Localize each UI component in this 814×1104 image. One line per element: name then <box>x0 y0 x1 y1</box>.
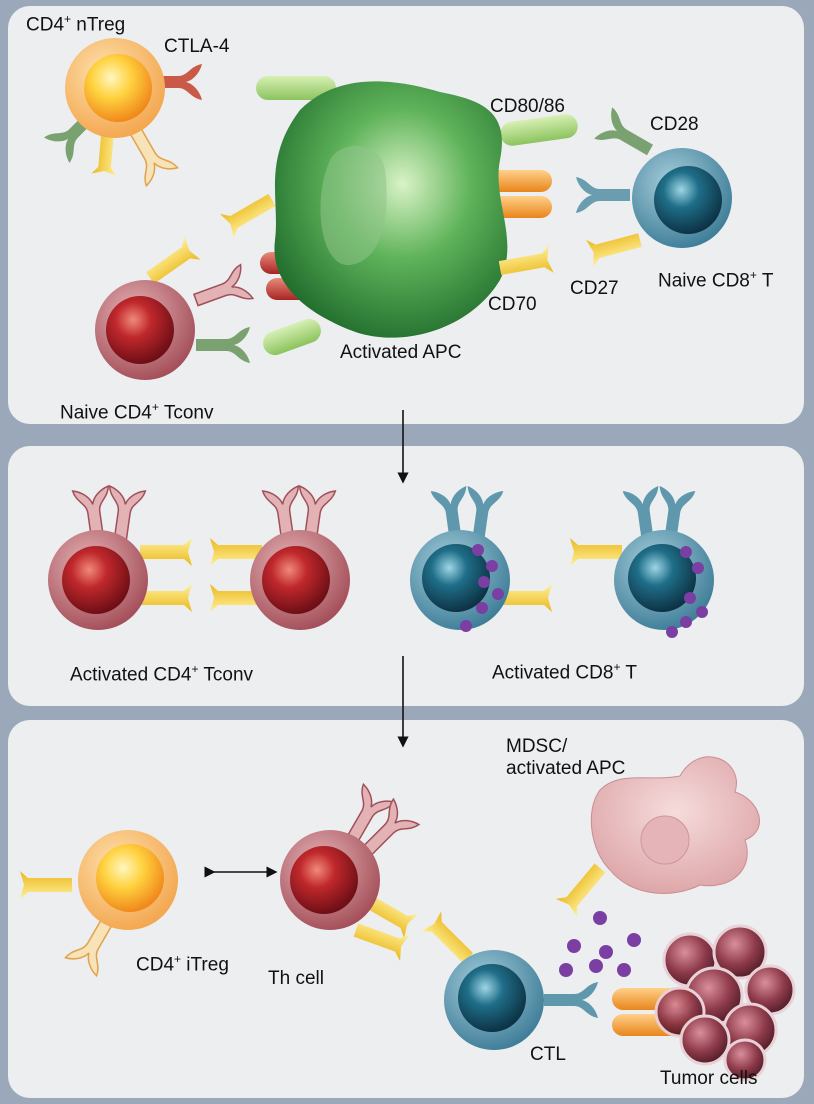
activated-cd4-cell-2 <box>210 485 350 630</box>
ntreg-label: CD4+ nTreg <box>26 12 126 36</box>
ntreg-cell <box>44 38 202 187</box>
tumor-cells <box>612 924 796 1082</box>
activated-cd4-cell-1 <box>48 485 192 630</box>
mdsc-label-line1: MDSC/ <box>506 736 568 757</box>
th-cell <box>280 783 420 961</box>
ctl-cell <box>421 911 598 1050</box>
th-cell-label: Th cell <box>268 968 324 989</box>
naive-cd8-label: Naive CD8+ T <box>658 268 774 292</box>
cd27-label: CD27 <box>570 278 619 299</box>
activated-cd4-label: Activated CD4+ Tconv <box>70 662 254 686</box>
naive-cd4-label: Naive CD4+ Tconv <box>60 400 214 424</box>
activated-cd8-cell-2 <box>570 486 714 630</box>
activated-cd8-label: Activated CD8+ T <box>492 660 638 684</box>
mdsc-label-line2: activated APC <box>506 758 626 779</box>
mdsc-cell <box>555 756 760 917</box>
itreg-cell <box>20 830 178 977</box>
cd70-label: CD70 <box>488 294 537 315</box>
apc-label: Activated APC <box>340 342 462 363</box>
cytokine-granules-panel2 <box>460 544 708 638</box>
cd28-label: CD28 <box>650 114 699 135</box>
ctla4-label: CTLA-4 <box>164 36 230 57</box>
naive-cd8-cell <box>576 107 732 267</box>
naive-cd4-tconv-cell <box>95 236 254 380</box>
activated-apc-cell <box>219 76 578 356</box>
tumor-cells-label: Tumor cells <box>660 1068 758 1089</box>
cytokine-granules-panel3 <box>559 911 641 977</box>
cd8086-label: CD80/86 <box>490 96 565 117</box>
ctl-label: CTL <box>530 1044 566 1065</box>
itreg-label: CD4+ iTreg <box>136 952 229 976</box>
